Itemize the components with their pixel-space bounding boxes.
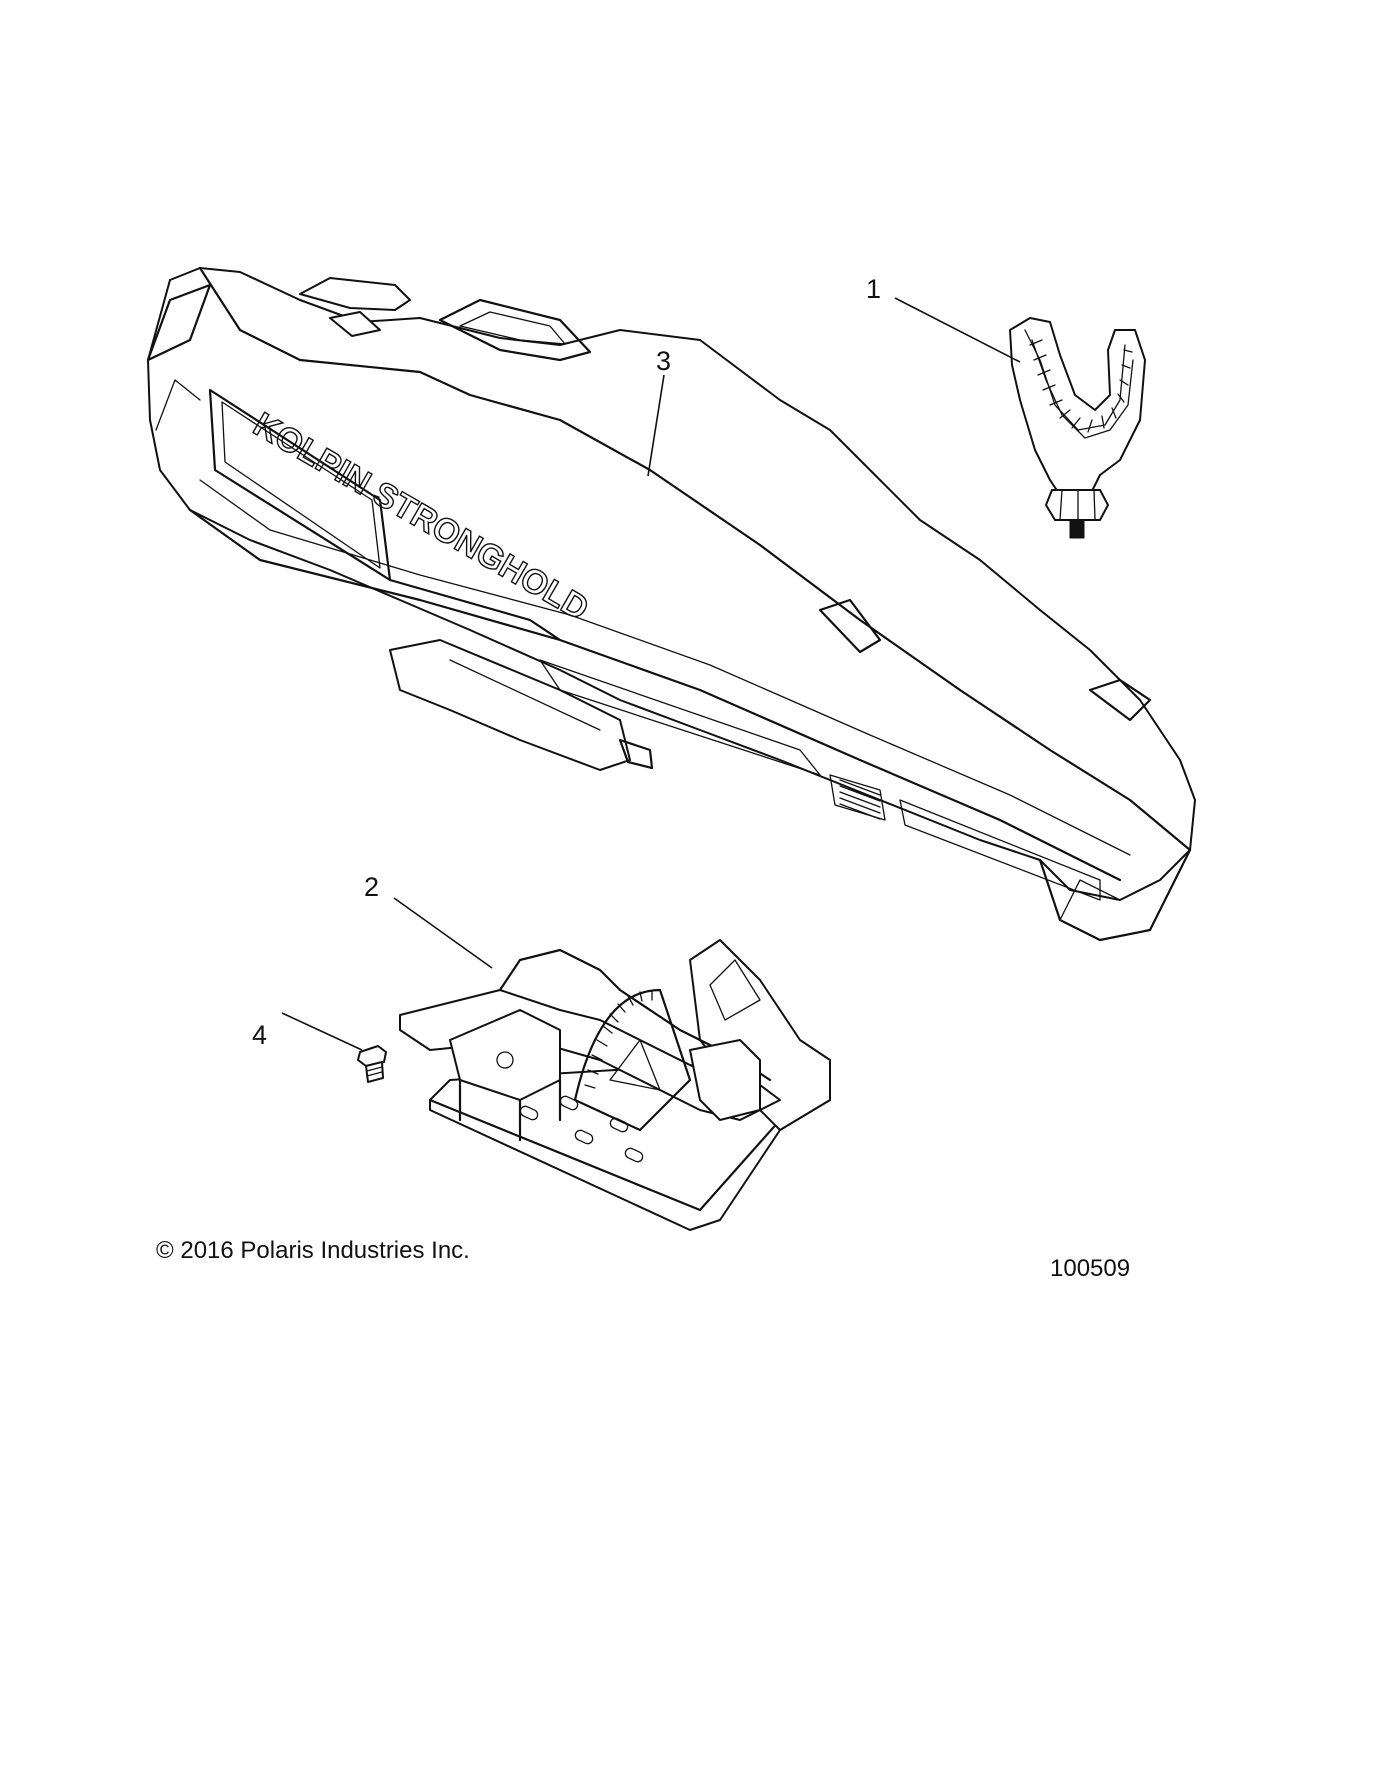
- callout-3: 3: [656, 346, 672, 376]
- copyright-notice: © 2016 Polaris Industries Inc.: [156, 1237, 470, 1264]
- callout-2: 2: [364, 872, 380, 902]
- screw-part-4: [357, 1045, 387, 1083]
- leader-line-1: [894, 297, 1021, 363]
- gun-case-part-3: [146, 266, 1196, 942]
- figure-number: 100509: [1050, 1255, 1131, 1282]
- mount-base-part-2: [399, 939, 831, 1231]
- leader-line-3: [647, 374, 665, 477]
- leader-line-4: [281, 1012, 363, 1051]
- gun-grip-part-1: [1009, 317, 1146, 539]
- callout-1: 1: [866, 274, 882, 304]
- leader-lines: [281, 297, 1021, 1051]
- callout-4: 4: [252, 1020, 268, 1050]
- leader-line-2: [393, 897, 493, 969]
